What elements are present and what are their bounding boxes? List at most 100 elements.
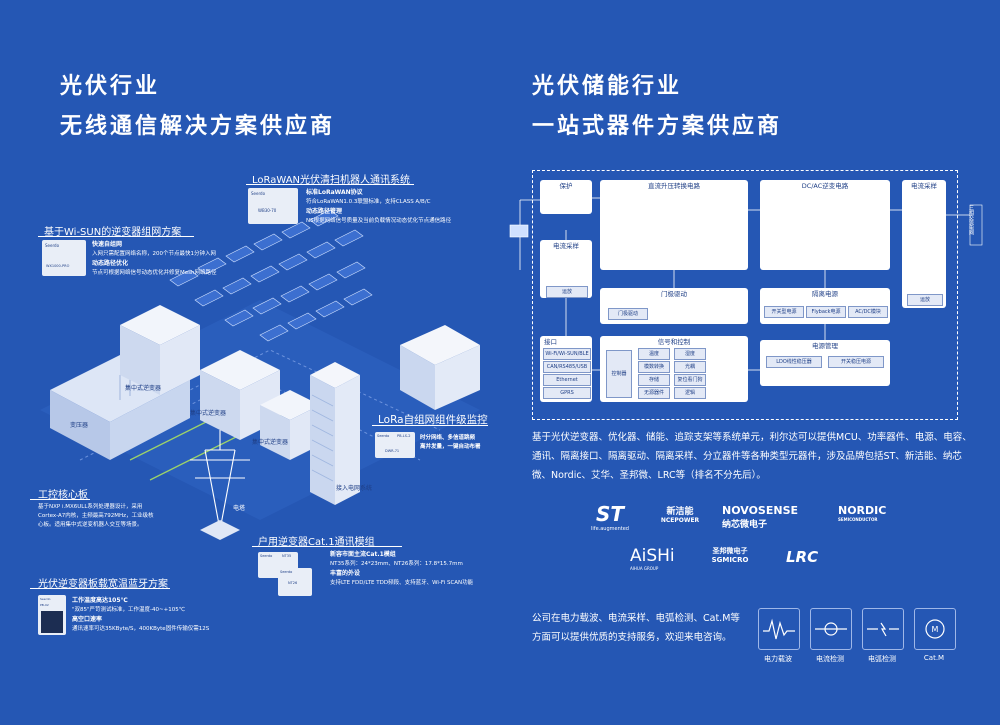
catm-icon: M	[914, 608, 956, 650]
bluetooth-module-brand: Seerdo	[40, 597, 51, 601]
service-arc: 电弧检测	[862, 608, 904, 664]
gate-drive-box: 门极驱动 门极驱动	[600, 288, 748, 324]
sig-tag-2: 模数转换	[638, 361, 670, 373]
sig-tag-5: 复位看门狗	[674, 374, 706, 386]
power-tag-1: 开关稳压电源	[828, 356, 884, 368]
dcac-box: DC/AC逆变电路	[760, 180, 890, 270]
interface-title: 接口	[544, 338, 557, 346]
inverter-label-a: 集中式逆变器	[125, 385, 162, 392]
power-tag-0: LDO线性稳压器	[766, 356, 822, 368]
lorawan-module-brand: Seerdo	[251, 191, 266, 196]
solar-panel	[315, 300, 345, 318]
solar-panel-icon	[509, 224, 529, 238]
power-tower	[190, 430, 250, 531]
right-title-line1: 光伏储能行业	[532, 74, 683, 99]
solar-panel	[250, 265, 280, 283]
current-sample-left-title: 电流采样	[553, 242, 579, 250]
lorawan-underline	[246, 184, 414, 185]
if-tag-2: Ethernet	[543, 374, 591, 386]
lorawan-line2-text: NS根据网络信号质量及当前负载情况动态优化节点通信路径	[306, 218, 452, 224]
current-sample-left-box: 电流采样 运放	[540, 240, 592, 298]
logo-st: ST life.augmented	[575, 502, 645, 532]
logo-aishi: AiSHi AIHUA GROUP	[630, 546, 690, 571]
lora-monitor-sub: DWR-71	[385, 449, 400, 453]
bluetooth-title: 光伏逆变器板载宽温蓝牙方案	[38, 579, 168, 590]
cat1-line1-text: NT35系列：24*23mm、NT26系列：17.8*15.7mm	[330, 561, 463, 567]
logo-novosense-sub: 纳芯微电子	[722, 520, 768, 530]
solar-panel	[336, 261, 366, 279]
lorawan-line1-text: 符合LoRaWAN1.0.3联盟标准，支持CLASS A/B/C	[306, 199, 431, 205]
cat1-module-b-brand: Seerdo	[280, 570, 293, 574]
lora-monitor-module-card: Seerdo PB-LS-2 DWR-71	[375, 432, 415, 458]
solar-panel	[224, 309, 254, 327]
bluetooth-underline	[30, 588, 170, 589]
lorawan-line1-head: 标准LoRaWAN协议	[306, 189, 363, 196]
core-board-text: 基于NXP i.MX6ULL系列处理器设计，采用Cortex-A7内核，主频最高…	[38, 504, 154, 528]
controller-tag: 控制器	[606, 350, 632, 398]
gate-drive-title: 门极驱动	[661, 290, 687, 298]
factory-building	[400, 325, 480, 410]
logo-novosense-name: NOVOSENSE	[722, 504, 799, 517]
solar-panel	[259, 324, 289, 342]
service-power-line-label: 电力载波	[764, 655, 792, 663]
sig-tag-3: 光耦	[674, 361, 706, 373]
waveform-icon	[758, 608, 800, 650]
sig-tag-1: 湿度	[674, 348, 706, 360]
inverter-label-c: 集中式逆变器	[252, 439, 289, 446]
bluetooth-line1-head: 工作温度高达105℃	[72, 597, 128, 604]
lora-monitor-brand: Seerdo	[377, 434, 390, 438]
dcac-title: DC/AC逆变电路	[801, 182, 849, 190]
service-catm: M Cat.M	[914, 608, 956, 662]
wisun-desc: 快速自组网 入网只需配置网络名称，200个节点最快1分钟入网 动态路径优化 节点…	[92, 240, 262, 278]
service-power-line: 电力载波	[758, 608, 800, 664]
cat1-module-a-brand: Seerdo	[260, 554, 273, 558]
service-current-label: 电流检测	[816, 655, 844, 663]
inverter-label-b: 集中式逆变器	[190, 410, 227, 417]
lorawan-line2-head: 动态路径管理	[306, 208, 343, 215]
logo-ncepower-sub: NCEPOWER	[660, 517, 700, 524]
service-catm-label: Cat.M	[923, 654, 945, 662]
lorawan-module-model: WB30-70	[258, 208, 277, 213]
block-diagram	[532, 170, 958, 420]
right-title-line2: 一站式器件方案供应商	[532, 114, 783, 139]
diagram-wiring	[509, 197, 983, 371]
iso-tag-2: AC/DC模块	[848, 306, 888, 318]
wisun-line2-text: 节点可根据网络信号动态优化并修复Mesh网络路径	[92, 270, 217, 276]
logo-sgmicro: 圣邦微电子 SGMICRO	[700, 546, 760, 564]
lora-monitor-underline	[372, 425, 488, 426]
bluetooth-module-card: Seerdo PB-02	[38, 595, 66, 635]
wisun-module-card: Seerdo WX1000-PRO	[42, 240, 86, 276]
service-arc-label: 电弧检测	[868, 655, 896, 663]
wisun-title: 基于Wi-SUN的逆变器组网方案	[44, 227, 182, 238]
lorawan-title: LoRaWAN光伏清扫机器人通讯系统	[252, 175, 411, 186]
lora-monitor-line1: 时分网络、多信道跳频	[420, 435, 476, 441]
power-mgmt-box: 电源管理 LDO线性稳压器 开关稳压电源	[760, 340, 890, 386]
solar-panel	[280, 285, 310, 303]
logo-aishi-sub: AIHUA GROUP	[630, 566, 659, 571]
if-tag-0: Wi-Fi/Wi-SUN/BLE	[543, 348, 591, 360]
solar-panel	[278, 253, 308, 271]
wisun-underline	[38, 236, 194, 237]
solar-farm-illustration	[40, 209, 480, 540]
logo-lrc: LRC	[786, 548, 819, 566]
lora-monitor-title: LoRa自组网组件级监控	[378, 414, 488, 426]
if-tag-1: CAN/RS485/USB	[543, 361, 591, 373]
sig-tag-7: 逻辑	[674, 387, 706, 399]
wisun-line2-head: 动态路径优化	[92, 260, 129, 267]
bluetooth-line1-text: "双85"严苛测试标准，工作温度-40~+105℃	[72, 607, 185, 613]
service-current: 电流检测	[810, 608, 852, 664]
logo-nordic-sub: SEMICONDUCTOR	[838, 517, 878, 522]
gate-drive-tag: 门极驱动	[608, 308, 648, 320]
left-title-line1: 光伏行业	[60, 74, 161, 99]
lorawan-module-card: Seerdo WB30-70	[248, 188, 298, 224]
logo-ncepower-name: 新洁能	[666, 507, 694, 517]
bluetooth-desc: 工作温度高达105℃ "双85"严苛测试标准，工作温度-40~+105℃ 高空口…	[72, 596, 252, 634]
protect-title: 保护	[559, 182, 573, 190]
core-board-title: 工控核心板	[38, 490, 88, 501]
amp-right-tag: 运放	[907, 294, 943, 306]
cat1-module-a-model: NT35	[282, 554, 292, 558]
bluetooth-line2-head: 高空口速率	[72, 616, 103, 623]
wisun-line1-head: 快速自组网	[92, 241, 123, 248]
signal-control-title: 信号和控制	[657, 338, 691, 346]
cat1-desc: 新容市面主流Cat.1模组 NT35系列：24*23mm、NT26系列：17.8…	[330, 550, 500, 588]
